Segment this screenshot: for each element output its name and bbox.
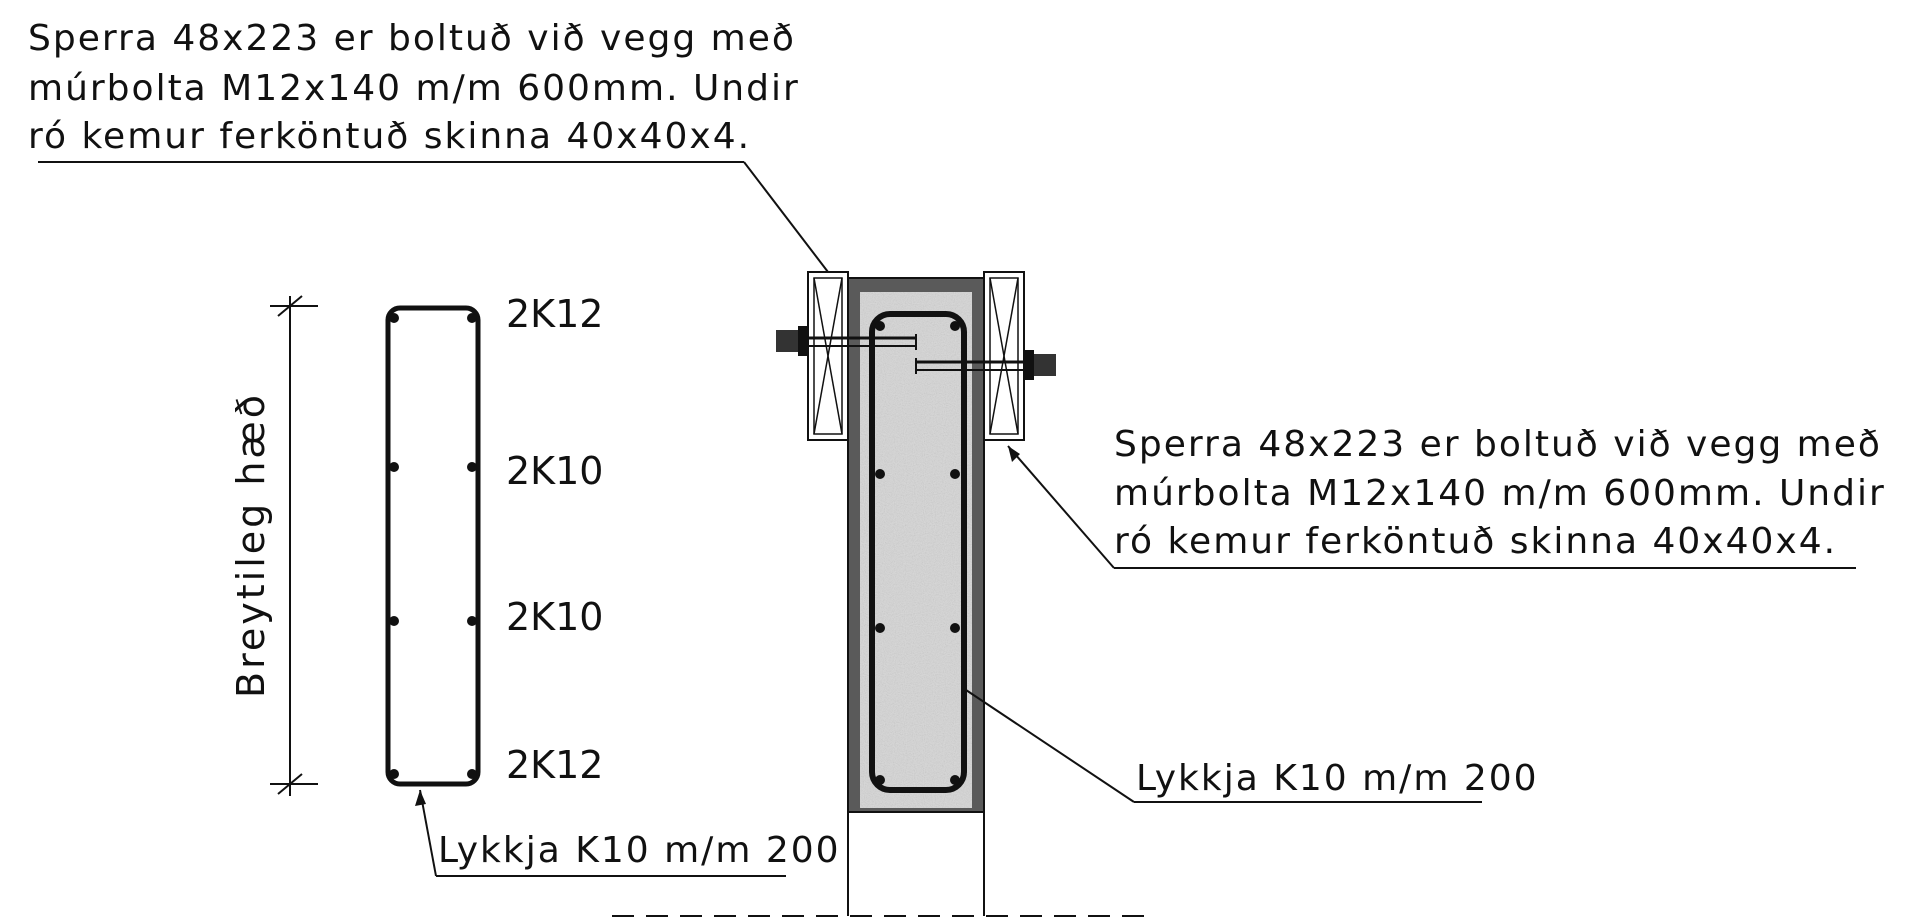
- stirrup-leader-right: [965, 689, 1135, 803]
- left-section: Breytileg hæð 2K12 2K10 2K10 2K12 Lykkja…: [229, 292, 841, 877]
- rebar-label-bottom: 2K12: [506, 743, 603, 787]
- wall-outline: [847, 277, 985, 813]
- rebar-dot: [467, 313, 477, 323]
- dimension-slash-top: [277, 295, 303, 317]
- wall-section: [612, 271, 1146, 917]
- rebar-label-top: 2K12: [506, 292, 603, 336]
- wall-rebar-dot: [950, 775, 960, 785]
- wall-rebar-dot: [950, 623, 960, 633]
- top-note-line-3: ró kemur ferköntuð skinna 40x40x4.: [28, 116, 751, 157]
- stirrup-label-left: Lykkja K10 m/m 200: [438, 830, 841, 871]
- rebar-dot: [389, 616, 399, 626]
- rebar-dot: [389, 769, 399, 779]
- wall-rebar-dot: [875, 775, 885, 785]
- stirrup-callout-right: Lykkja K10 m/m 200: [965, 689, 1539, 803]
- rebar-dot: [389, 462, 399, 472]
- rebar-dot: [467, 462, 477, 472]
- wall-stirrup: [869, 311, 967, 793]
- rafter-left: [807, 271, 849, 441]
- right-note-line-3: ró kemur ferköntuð skinna 40x40x4.: [1114, 521, 1837, 562]
- top-note-line-1: Sperra 48x223 er boltuð við vegg með: [28, 18, 796, 59]
- top-note-line-2: múrbolta M12x140 m/m 600mm. Undir: [28, 68, 800, 109]
- anchor-bolt-left: [776, 326, 917, 356]
- anchor-bolt-right: [915, 350, 1056, 380]
- rafter-right: [983, 271, 1025, 441]
- top-note-leader: [743, 161, 829, 273]
- stirrup-outline: [385, 305, 481, 787]
- concrete-texture: [860, 292, 972, 808]
- rebar-dot: [467, 616, 477, 626]
- wall-rebar-dot: [950, 321, 960, 331]
- right-note-line-1: Sperra 48x223 er boltuð við vegg með: [1114, 424, 1882, 465]
- stirrup-label-right: Lykkja K10 m/m 200: [1136, 758, 1539, 799]
- variable-height-label: Breytileg hæð: [229, 392, 273, 698]
- rebar-dot: [467, 769, 477, 779]
- arrowhead: [415, 790, 426, 806]
- wall-rebar-dot: [950, 469, 960, 479]
- rebar-dot: [389, 313, 399, 323]
- rebar-label-lower-mid: 2K10: [506, 595, 603, 639]
- wall-rebar-dot: [875, 321, 885, 331]
- rebar-label-upper-mid: 2K10: [506, 449, 603, 493]
- wall-rebar-dot: [875, 469, 885, 479]
- dimension-slash-bottom: [277, 773, 303, 795]
- wall-rebar-dot: [875, 623, 885, 633]
- top-note: Sperra 48x223 er boltuð við vegg með múr…: [28, 18, 829, 273]
- right-note-line-2: múrbolta M12x140 m/m 600mm. Undir: [1114, 473, 1886, 514]
- right-note-leader: [1007, 445, 1115, 569]
- arrowhead: [1008, 446, 1020, 462]
- right-note: Sperra 48x223 er boltuð við vegg með múr…: [1007, 424, 1886, 569]
